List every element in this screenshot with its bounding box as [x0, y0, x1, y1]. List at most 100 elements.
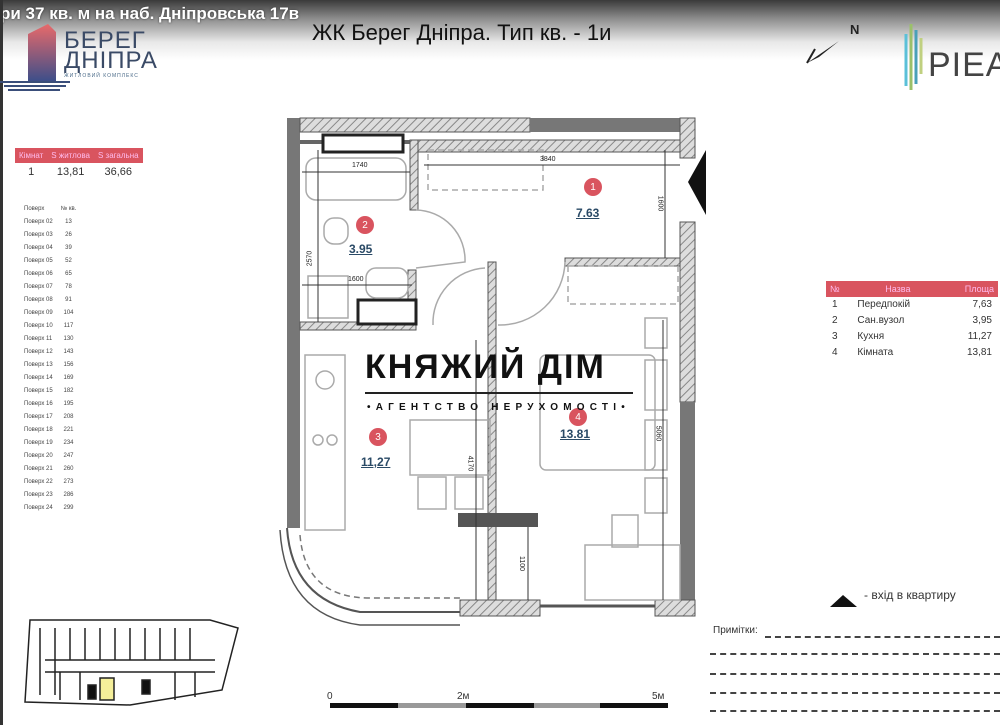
apt-number: 117: [63, 323, 74, 329]
room-name: Передпокій: [857, 299, 911, 310]
floor-name: Поверх 08: [24, 297, 53, 303]
notes-line: [710, 673, 1000, 675]
floor-name: Поверх 17: [24, 414, 53, 420]
floor-row: Поверх 09 104: [20, 307, 80, 320]
room-area-1: 7.63: [576, 206, 600, 220]
floor-name: Поверх 19: [24, 440, 53, 446]
dim-label: 1600: [656, 195, 664, 212]
floor-row: Поверх 24 299: [20, 502, 80, 515]
building-keyplan-icon: [24, 619, 239, 706]
north-arrow-icon: [805, 35, 845, 75]
room-badge-2: 2: [356, 216, 374, 234]
scale-bar: [330, 703, 668, 708]
room-badge-3: 3: [369, 428, 387, 446]
header-total-area: S загальна: [93, 148, 143, 163]
room-name: Сан.вузол: [857, 315, 905, 326]
room-name: Кімната: [857, 347, 894, 358]
floor-name: Поверх 10: [24, 323, 53, 329]
watermark-name: КНЯЖИЙ ДІМ: [365, 348, 606, 386]
floor-row: Поверх 20 247: [20, 450, 80, 463]
floor-row: Поверх 04 39: [20, 242, 80, 255]
partner-logo-text: PIEA: [928, 46, 1000, 84]
dim-label: 1600: [348, 276, 364, 283]
floor-row: Поверх 23 286: [20, 489, 80, 502]
apt-number: 169: [63, 375, 74, 381]
apt-number: 65: [65, 271, 72, 277]
apt-number: 234: [63, 440, 74, 446]
floor-row: Поверх 18 221: [20, 424, 80, 437]
floor-row: Поверх 10 117: [20, 320, 80, 333]
header-living-area: S житлова: [47, 148, 94, 163]
apt-number: 195: [63, 401, 74, 407]
scale-label-0: 0: [327, 691, 333, 702]
notes-line: [710, 653, 1000, 655]
floor-name: Поверх 13: [24, 362, 53, 368]
floor-name: Поверх 11: [24, 336, 53, 342]
rooms-count: 1: [28, 166, 35, 178]
room-number: 3: [832, 331, 838, 342]
living-area: 13,81: [56, 166, 85, 178]
entry-legend-icon: [830, 595, 857, 607]
floor-name: Поверх 20: [24, 453, 53, 459]
room-area-3: 11,27: [361, 455, 391, 469]
apt-number: 78: [65, 284, 72, 290]
floor-name: Поверх 09: [24, 310, 53, 316]
apt-number: 286: [63, 492, 74, 498]
floor-name: Поверх 24: [24, 505, 53, 511]
apt-number: 182: [63, 388, 74, 394]
apt-number: 13: [65, 219, 72, 225]
logo-waves-icon: [0, 78, 70, 96]
partner-logo-icon: [898, 14, 928, 99]
scale-label-5m: 5м: [652, 691, 665, 702]
entrance-marker-icon: [688, 150, 706, 215]
floor-row: Поверх 07 78: [20, 281, 80, 294]
entry-legend-label: - вхід в квартиру: [864, 588, 956, 602]
header-name: Назва: [851, 281, 945, 297]
top-banner: [0, 0, 1000, 60]
frame-edge: [0, 0, 3, 725]
dim-label: 4170: [466, 455, 474, 472]
room-area: 13,81: [966, 347, 992, 358]
windows: [321, 133, 418, 326]
apt-number: 208: [63, 414, 74, 420]
room-area-4: 13.81: [560, 427, 591, 441]
floor-name: Поверх 23: [24, 492, 53, 498]
compass-north-label: N: [850, 22, 860, 37]
floor-name: Поверх 05: [24, 258, 53, 264]
floor-name: Поверх 21: [24, 466, 53, 472]
apt-number: 26: [65, 232, 72, 238]
notes-label: Примітки:: [713, 625, 758, 636]
apt-number: 221: [63, 427, 74, 433]
apt-number: 260: [63, 466, 74, 472]
floor-name: Поверх 18: [24, 427, 53, 433]
logo-line1: БЕРЕГ: [64, 27, 146, 54]
header-apt-number: № кв.: [60, 206, 77, 212]
watermark-subtitle: •АГЕНТСТВО НЕРУХОМОСТІ•: [367, 402, 630, 413]
floor-name: Поверх 07: [24, 284, 53, 290]
notes-line: [765, 636, 1000, 638]
dim-label: 3840: [540, 156, 556, 163]
apt-number: 299: [63, 505, 74, 511]
floor-name: Поверх 06: [24, 271, 53, 277]
room-number: 1: [832, 299, 838, 310]
dimension-lines: [302, 150, 680, 600]
notes-line: [710, 692, 1000, 694]
room-area: 11,27: [967, 331, 992, 342]
apt-number: 39: [65, 245, 72, 251]
floor-name: Поверх 04: [24, 245, 53, 251]
apt-number: 247: [63, 453, 74, 459]
apt-number: 91: [65, 297, 72, 303]
floor-row: Поверх 19 234: [20, 437, 80, 450]
floor-name: Поверх 02: [24, 219, 53, 225]
apt-number: 104: [63, 310, 74, 316]
dim-label: 5060: [654, 425, 662, 442]
